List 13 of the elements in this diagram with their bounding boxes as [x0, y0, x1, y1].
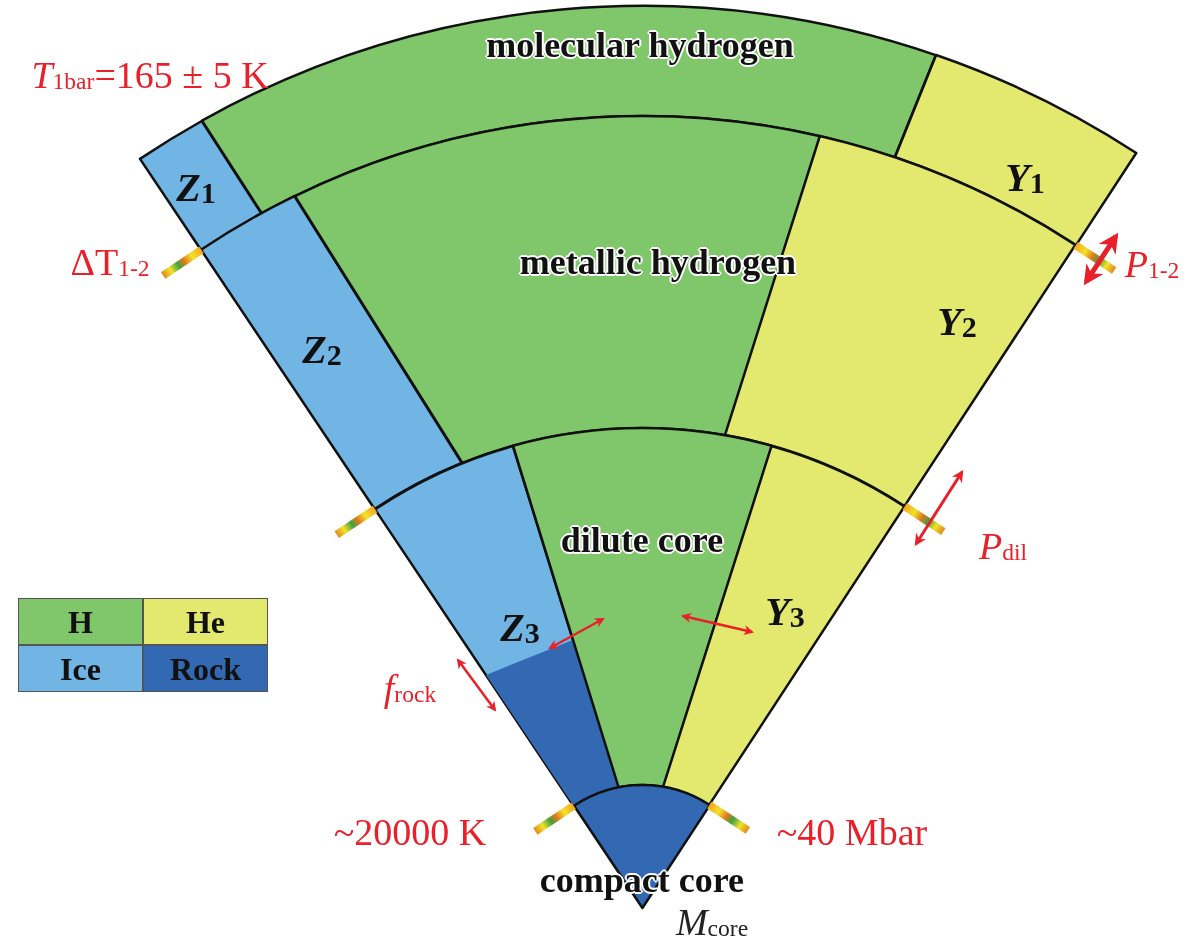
- double-arrow: [548, 617, 605, 650]
- double-arrow: [681, 612, 754, 636]
- double-arrow: [914, 470, 964, 546]
- temperature-label: ~20000 K: [333, 813, 487, 851]
- legend-label: Ice: [60, 652, 101, 685]
- legend-label: He: [185, 605, 226, 638]
- double-arrow: [456, 658, 497, 712]
- region-label: molecular hydrogen: [486, 27, 794, 63]
- legend-label: H: [68, 605, 93, 638]
- pressure-label: ~40 Mbar: [776, 813, 928, 851]
- double-arrow: [1083, 232, 1119, 286]
- legend-label: Rock: [169, 652, 242, 685]
- region-label: dilute core: [560, 522, 724, 558]
